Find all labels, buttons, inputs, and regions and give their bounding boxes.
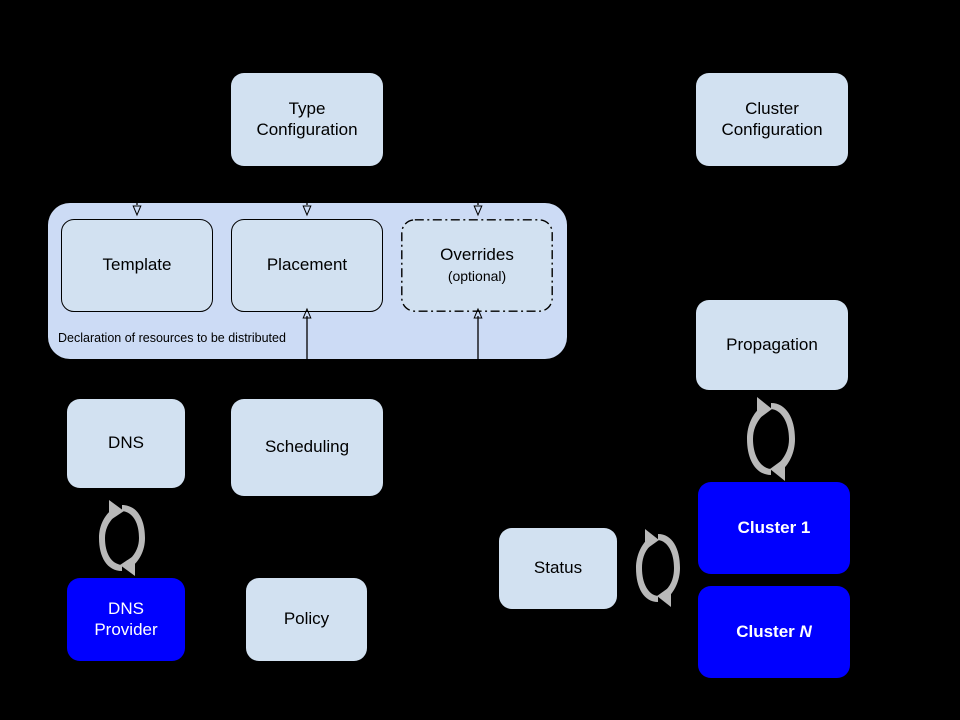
node-placement[interactable]: Placement <box>231 219 383 312</box>
node-cluster-n[interactable]: Cluster N <box>698 586 850 678</box>
dns-provider-line2: Provider <box>94 619 158 639</box>
cluster-n-label: Cluster N <box>736 622 812 643</box>
type-configuration-line1: Type <box>288 98 326 118</box>
scheduling-label: Scheduling <box>264 437 350 457</box>
template-label: Template <box>102 255 172 275</box>
connector-scheduling-to-placement <box>302 307 312 360</box>
sync-icon-propagation <box>747 397 795 481</box>
node-cluster-1[interactable]: Cluster 1 <box>698 482 850 574</box>
cluster-1-prefix: Cluster <box>737 517 801 537</box>
dns-provider-line1: DNS <box>108 598 144 618</box>
group-caption: Declaration of resources to be distribut… <box>58 331 286 345</box>
sync-icon-dns <box>99 500 145 576</box>
node-type-configuration[interactable]: Type Configuration <box>231 73 383 166</box>
node-policy[interactable]: Policy <box>246 578 367 661</box>
node-dns[interactable]: DNS <box>67 399 185 488</box>
placement-label: Placement <box>266 255 348 275</box>
connector-type-config-to-template <box>132 166 142 217</box>
dns-label: DNS <box>108 433 144 453</box>
connector-type-config-to-overrides <box>473 166 483 217</box>
overrides-label: Overrides <box>440 244 514 264</box>
node-status[interactable]: Status <box>499 528 617 609</box>
node-propagation[interactable]: Propagation <box>696 300 848 390</box>
node-dns-provider[interactable]: DNS Provider <box>67 578 185 661</box>
sync-icon-status <box>636 529 680 607</box>
node-overrides[interactable]: Overrides (optional) <box>401 219 553 312</box>
status-label: Status <box>533 558 583 578</box>
cluster-1-label: Cluster 1 <box>738 518 811 539</box>
overrides-optional-label: (optional) <box>447 267 507 284</box>
cluster-n-suffix: N <box>799 621 812 641</box>
node-scheduling[interactable]: Scheduling <box>231 399 383 496</box>
type-configuration-line2: Configuration <box>256 119 358 139</box>
node-cluster-configuration[interactable]: Cluster Configuration <box>696 73 848 166</box>
connector-type-config-to-placement <box>302 166 312 217</box>
cluster-configuration-line2: Configuration <box>721 119 823 139</box>
node-template[interactable]: Template <box>61 219 213 312</box>
propagation-label: Propagation <box>726 334 818 354</box>
cluster-n-prefix: Cluster <box>736 621 800 641</box>
connector-policy-to-overrides <box>473 307 483 360</box>
cluster-1-suffix: 1 <box>800 517 811 537</box>
policy-label: Policy <box>283 609 330 629</box>
cluster-configuration-line1: Cluster <box>745 98 799 118</box>
